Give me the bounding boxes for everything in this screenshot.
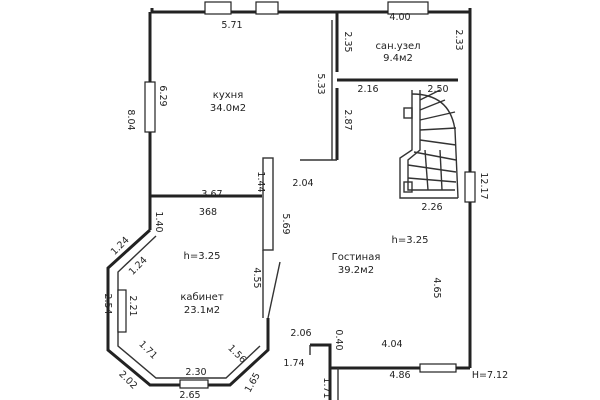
kitchen-name: кухня bbox=[213, 90, 243, 101]
dim-804: 8.04 bbox=[125, 109, 136, 130]
dim-404: 4.04 bbox=[381, 339, 402, 350]
dim-171b: 1.71 bbox=[321, 377, 332, 398]
dim-465: 4.65 bbox=[431, 277, 442, 298]
dim-233: 2.33 bbox=[453, 29, 464, 50]
dim-156: 1.56 bbox=[225, 343, 248, 366]
dim-top-571: 5.71 bbox=[221, 20, 242, 31]
dim-533: 5.33 bbox=[315, 73, 326, 94]
living-label: Гостиная 39.2м2 h=3.25 bbox=[332, 235, 429, 276]
bathroom-label: сан.узел 9.4м2 bbox=[375, 41, 420, 64]
bathroom-area: 9.4м2 bbox=[383, 53, 413, 64]
dim-368: 368 bbox=[199, 207, 217, 218]
study-area: 23.1м2 bbox=[184, 305, 220, 316]
dim-254: 2.54 bbox=[102, 293, 113, 314]
dim-226: 2.26 bbox=[421, 202, 442, 213]
dim-221: 2.21 bbox=[127, 295, 138, 316]
windows bbox=[117, 1, 476, 389]
kitchen-label: кухня 34.0м2 bbox=[210, 90, 246, 114]
dim-235: 2.35 bbox=[342, 31, 353, 52]
kitchen-area: 34.0м2 bbox=[210, 103, 246, 114]
interior-walls bbox=[150, 12, 458, 319]
dimension-labels: 5.71 4.00 2.35 2.33 6.29 8.04 5.33 2.16 … bbox=[102, 12, 508, 400]
dim-204: 2.04 bbox=[292, 178, 313, 189]
dim-140: 1.40 bbox=[153, 211, 164, 232]
dim-250: 2.50 bbox=[427, 84, 448, 95]
dim-569: 5.69 bbox=[280, 213, 291, 234]
living-name: Гостиная bbox=[332, 252, 381, 263]
dim-165: 1.65 bbox=[243, 371, 263, 395]
living-height: h=3.25 bbox=[392, 235, 429, 246]
dim-216: 2.16 bbox=[357, 84, 378, 95]
bathroom-name: сан.узел bbox=[375, 41, 420, 52]
dim-top-400: 4.00 bbox=[389, 12, 410, 23]
dim-265: 2.65 bbox=[179, 390, 200, 400]
dim-144: 1.44 bbox=[255, 171, 266, 192]
dim-455: 4.55 bbox=[251, 267, 262, 288]
dim-287: 2.87 bbox=[342, 109, 353, 130]
study-name: кабинет bbox=[180, 292, 224, 303]
dim-174: 1.74 bbox=[283, 358, 304, 369]
outer-walls bbox=[106, 8, 472, 400]
dim-1217: 12.17 bbox=[478, 172, 489, 199]
staircase bbox=[399, 89, 459, 199]
dim-040: 0.40 bbox=[333, 329, 344, 350]
dim-171a: 1.71 bbox=[136, 339, 159, 362]
living-area: 39.2м2 bbox=[338, 265, 374, 276]
dim-367: 3.67 bbox=[201, 189, 222, 200]
dim-124a: 1.24 bbox=[109, 235, 132, 258]
dim-486: 4.86 bbox=[389, 370, 410, 381]
dim-206: 2.06 bbox=[290, 328, 311, 339]
dim-h712: H=7.12 bbox=[472, 370, 508, 381]
dim-124b: 1.24 bbox=[127, 255, 150, 278]
dim-230: 2.30 bbox=[185, 367, 206, 378]
study-height: h=3.25 bbox=[184, 251, 221, 262]
study-label: кабинет 23.1м2 h=3.25 bbox=[180, 251, 224, 316]
dim-629: 6.29 bbox=[157, 85, 168, 106]
